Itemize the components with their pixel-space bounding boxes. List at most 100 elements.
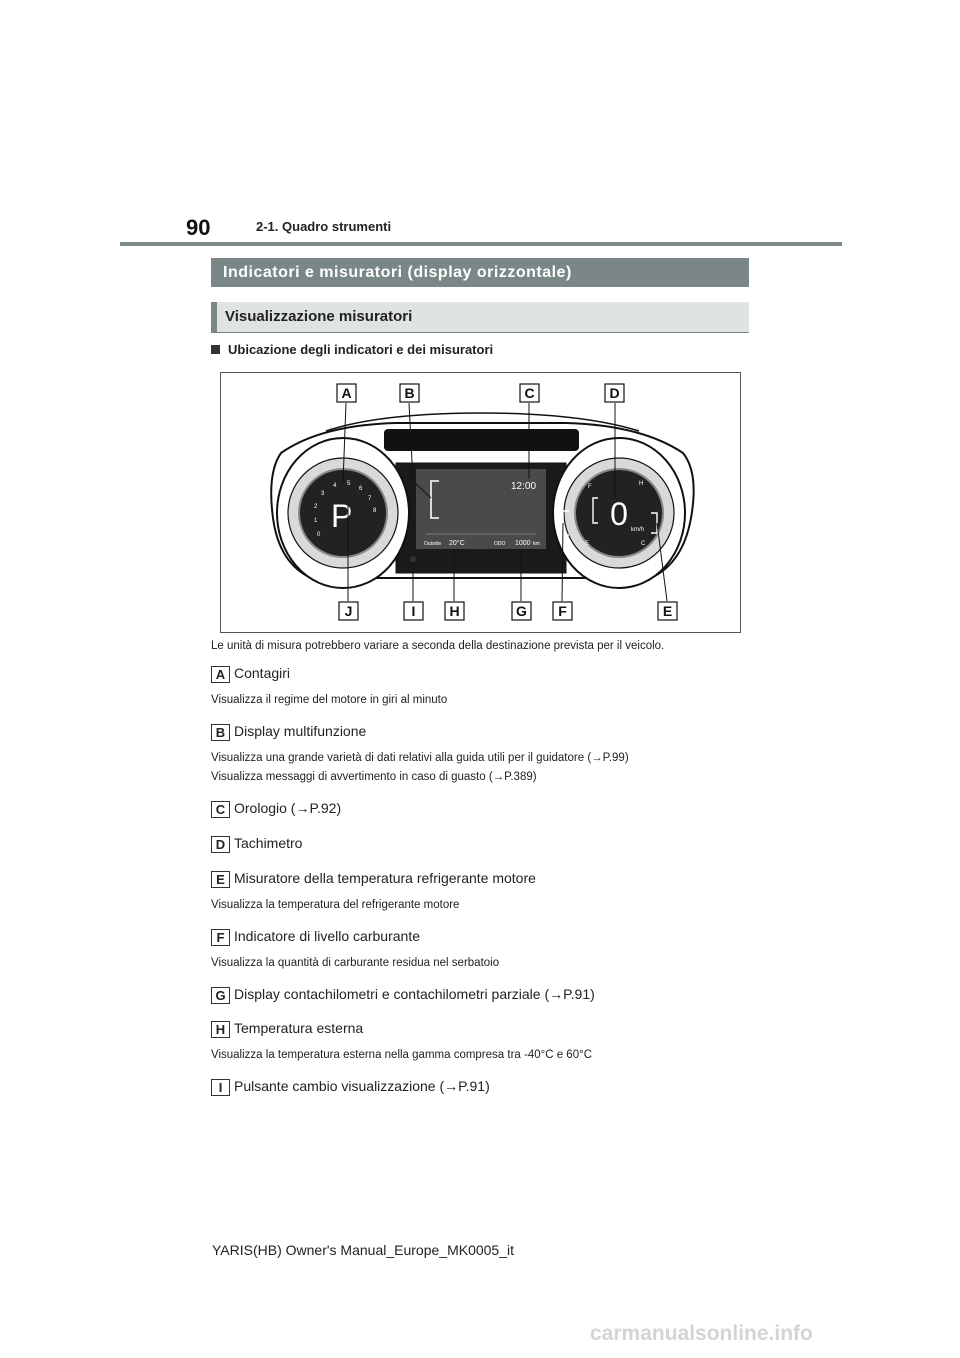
tach-number-6: 6 — [359, 486, 363, 492]
tach-number-5: 5 — [347, 481, 351, 487]
item-i-badge: I — [211, 1079, 230, 1096]
gauge-f: F — [588, 484, 592, 490]
item-i-label: Pulsante cambio visualizzazione (→P.91) — [234, 1078, 490, 1094]
gauge-c: C — [641, 541, 646, 547]
outside-temp: 20°C — [449, 539, 465, 547]
callout-c: C — [519, 383, 540, 403]
instrument-cluster-figure: 12:00 Outside 20°C ODO 1000 km P 0 1 2 3… — [220, 372, 741, 633]
page-number: 90 — [186, 215, 211, 240]
item-h-label: Temperatura esterna — [234, 1020, 364, 1036]
tach-face — [298, 468, 388, 558]
callout-d: D — [604, 383, 625, 403]
item-g-label: Display contachilometri e contachilometr… — [234, 986, 595, 1002]
tach-number-4: 4 — [333, 483, 337, 489]
callout-g-text: G — [516, 603, 527, 619]
subsection-title: Visualizzazione misuratori — [211, 302, 749, 332]
item-d-badge: D — [211, 836, 230, 853]
callout-g: G — [511, 601, 532, 621]
callout-f-text: F — [558, 603, 567, 619]
gauge-e: E — [585, 541, 589, 547]
callout-b-text: B — [404, 385, 414, 401]
tach-number-3: 3 — [321, 491, 325, 497]
item-b-desc-1: Visualizza una grande varietà di dati re… — [211, 752, 629, 764]
callout-i-text: I — [412, 603, 416, 619]
item-b-badge: B — [211, 724, 230, 741]
item-b-desc-2: Visualizza messaggi di avvertimento in c… — [211, 771, 537, 783]
subsection-rule — [211, 332, 749, 333]
multi-info-display — [416, 469, 546, 549]
callout-h: H — [444, 601, 465, 621]
item-f-label: Indicatore di livello carburante — [234, 928, 420, 944]
item-e-badge: E — [211, 871, 230, 888]
item-e-label: Misuratore della temperatura refrigerant… — [234, 870, 536, 886]
odo-unit: km — [533, 541, 540, 547]
item-e-desc: Visualizza la temperatura del refrigeran… — [211, 899, 460, 911]
item-h-badge: H — [211, 1021, 230, 1038]
item-d-label: Tachimetro — [234, 835, 303, 851]
item-g-badge: G — [211, 987, 230, 1004]
callout-e: E — [657, 601, 678, 621]
odo-value: 1000 — [515, 540, 531, 547]
speedo-face — [574, 468, 664, 558]
square-bullet-icon — [211, 345, 220, 354]
bullet-heading-text: Ubicazione degli indicatori e dei misura… — [228, 342, 494, 357]
callout-b: B — [399, 383, 420, 403]
item-a-desc: Visualizza il regime del motore in giri … — [211, 694, 448, 706]
odo-label: ODO — [494, 541, 506, 547]
leader-a — [342, 402, 347, 484]
tach-number-1: 1 — [314, 518, 318, 524]
item-f-desc: Visualizza la quantità di carburante res… — [211, 957, 500, 969]
section-title: Indicatori e misuratori (display orizzon… — [211, 258, 749, 287]
speed-value: 0 — [610, 496, 628, 532]
item-a-badge: A — [211, 666, 230, 683]
cluster-top-hood — [325, 412, 640, 432]
item-c-label: Orologio (→P.92) — [234, 800, 342, 816]
callout-f: F — [552, 601, 573, 621]
leader-b — [408, 402, 414, 482]
display-bracket — [430, 480, 439, 519]
units-note: Le unità di misura potrebbero variare a … — [211, 640, 665, 652]
cluster-bezel — [270, 422, 695, 579]
callout-c-text: C — [524, 385, 534, 401]
display-change-button — [410, 556, 416, 562]
item-h-desc: Visualizza la temperatura esterna nella … — [211, 1049, 592, 1061]
callout-j: J — [338, 601, 359, 621]
leader-f — [561, 522, 564, 602]
tach-gear: P — [331, 498, 352, 534]
leader-b2 — [412, 480, 432, 499]
leader-e — [656, 522, 668, 602]
gauge-h: H — [639, 481, 643, 487]
tach-numbers: 0 1 2 3 4 5 6 7 8 — [314, 481, 377, 538]
tach-number-7: 7 — [368, 496, 372, 502]
footer-manual-id: YARIS(HB) Owner's Manual_Europe_MK0005_i… — [212, 1242, 514, 1258]
callout-a: A — [336, 383, 357, 403]
tach-number-2: 2 — [314, 504, 318, 510]
tach-number-0: 0 — [317, 532, 321, 538]
callout-a-text: A — [341, 385, 351, 401]
item-b-label: Display multifunzione — [234, 723, 367, 739]
item-f-badge: F — [211, 929, 230, 946]
item-c-badge: C — [211, 801, 230, 818]
watermark: carmanualsonline.info — [590, 1322, 813, 1345]
callout-i: I — [403, 601, 424, 621]
callout-h-text: H — [449, 603, 459, 619]
clock-text: 12:00 — [511, 481, 536, 492]
section-path: 2-1. Quadro strumenti — [256, 219, 392, 234]
outside-label: Outside — [424, 541, 441, 547]
header-rule — [120, 242, 842, 246]
callout-e-text: E — [663, 603, 672, 619]
bullet-heading: Ubicazione degli indicatori e dei misura… — [211, 342, 493, 357]
speed-bracket — [592, 497, 598, 524]
instrument-cluster-illustration: 12:00 Outside 20°C ODO 1000 km P 0 1 2 3… — [270, 383, 695, 621]
speed-unit: km/h — [631, 527, 644, 533]
item-a-label: Contagiri — [234, 665, 291, 681]
